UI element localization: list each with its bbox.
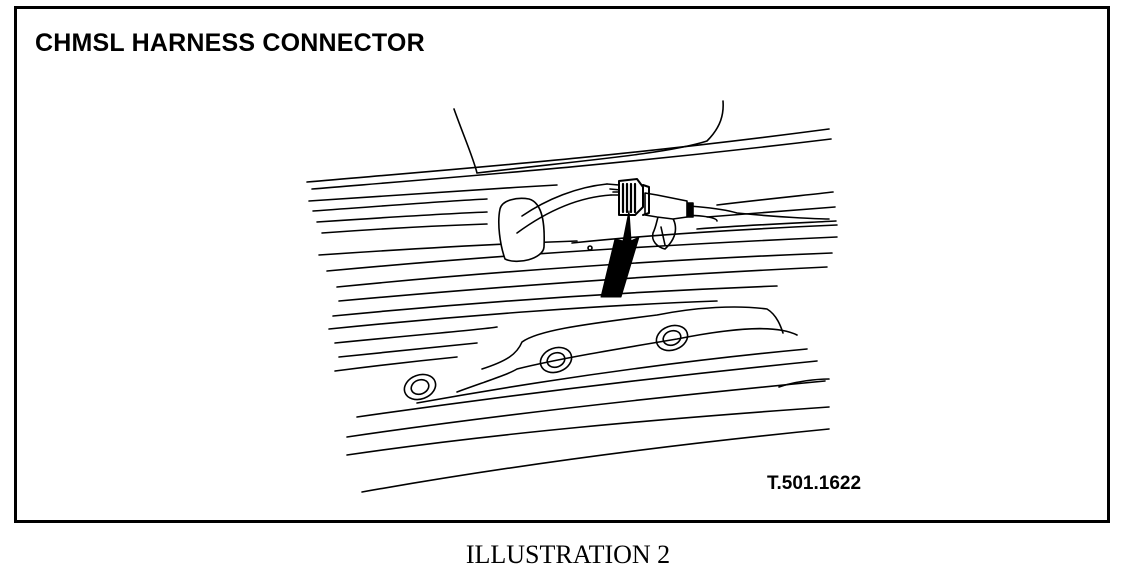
harness-connector-drawing <box>306 100 838 493</box>
body-contour-lines <box>306 128 838 372</box>
figure-code: T.501.1622 <box>767 473 862 494</box>
diagram-title: CHMSL HARNESS CONNECTOR <box>35 29 425 57</box>
illustration-caption: ILLUSTRATION 2 <box>465 540 671 569</box>
bolt-holes <box>403 324 689 401</box>
pointer-arrow <box>600 210 640 298</box>
harness-connector <box>618 178 650 216</box>
illustration-frame: CHMSL HARNESS CONNECTOR <box>14 6 1110 523</box>
moulding-rail <box>346 306 830 493</box>
trunk-panel-edge <box>453 100 724 174</box>
wiring-harness <box>498 183 830 263</box>
